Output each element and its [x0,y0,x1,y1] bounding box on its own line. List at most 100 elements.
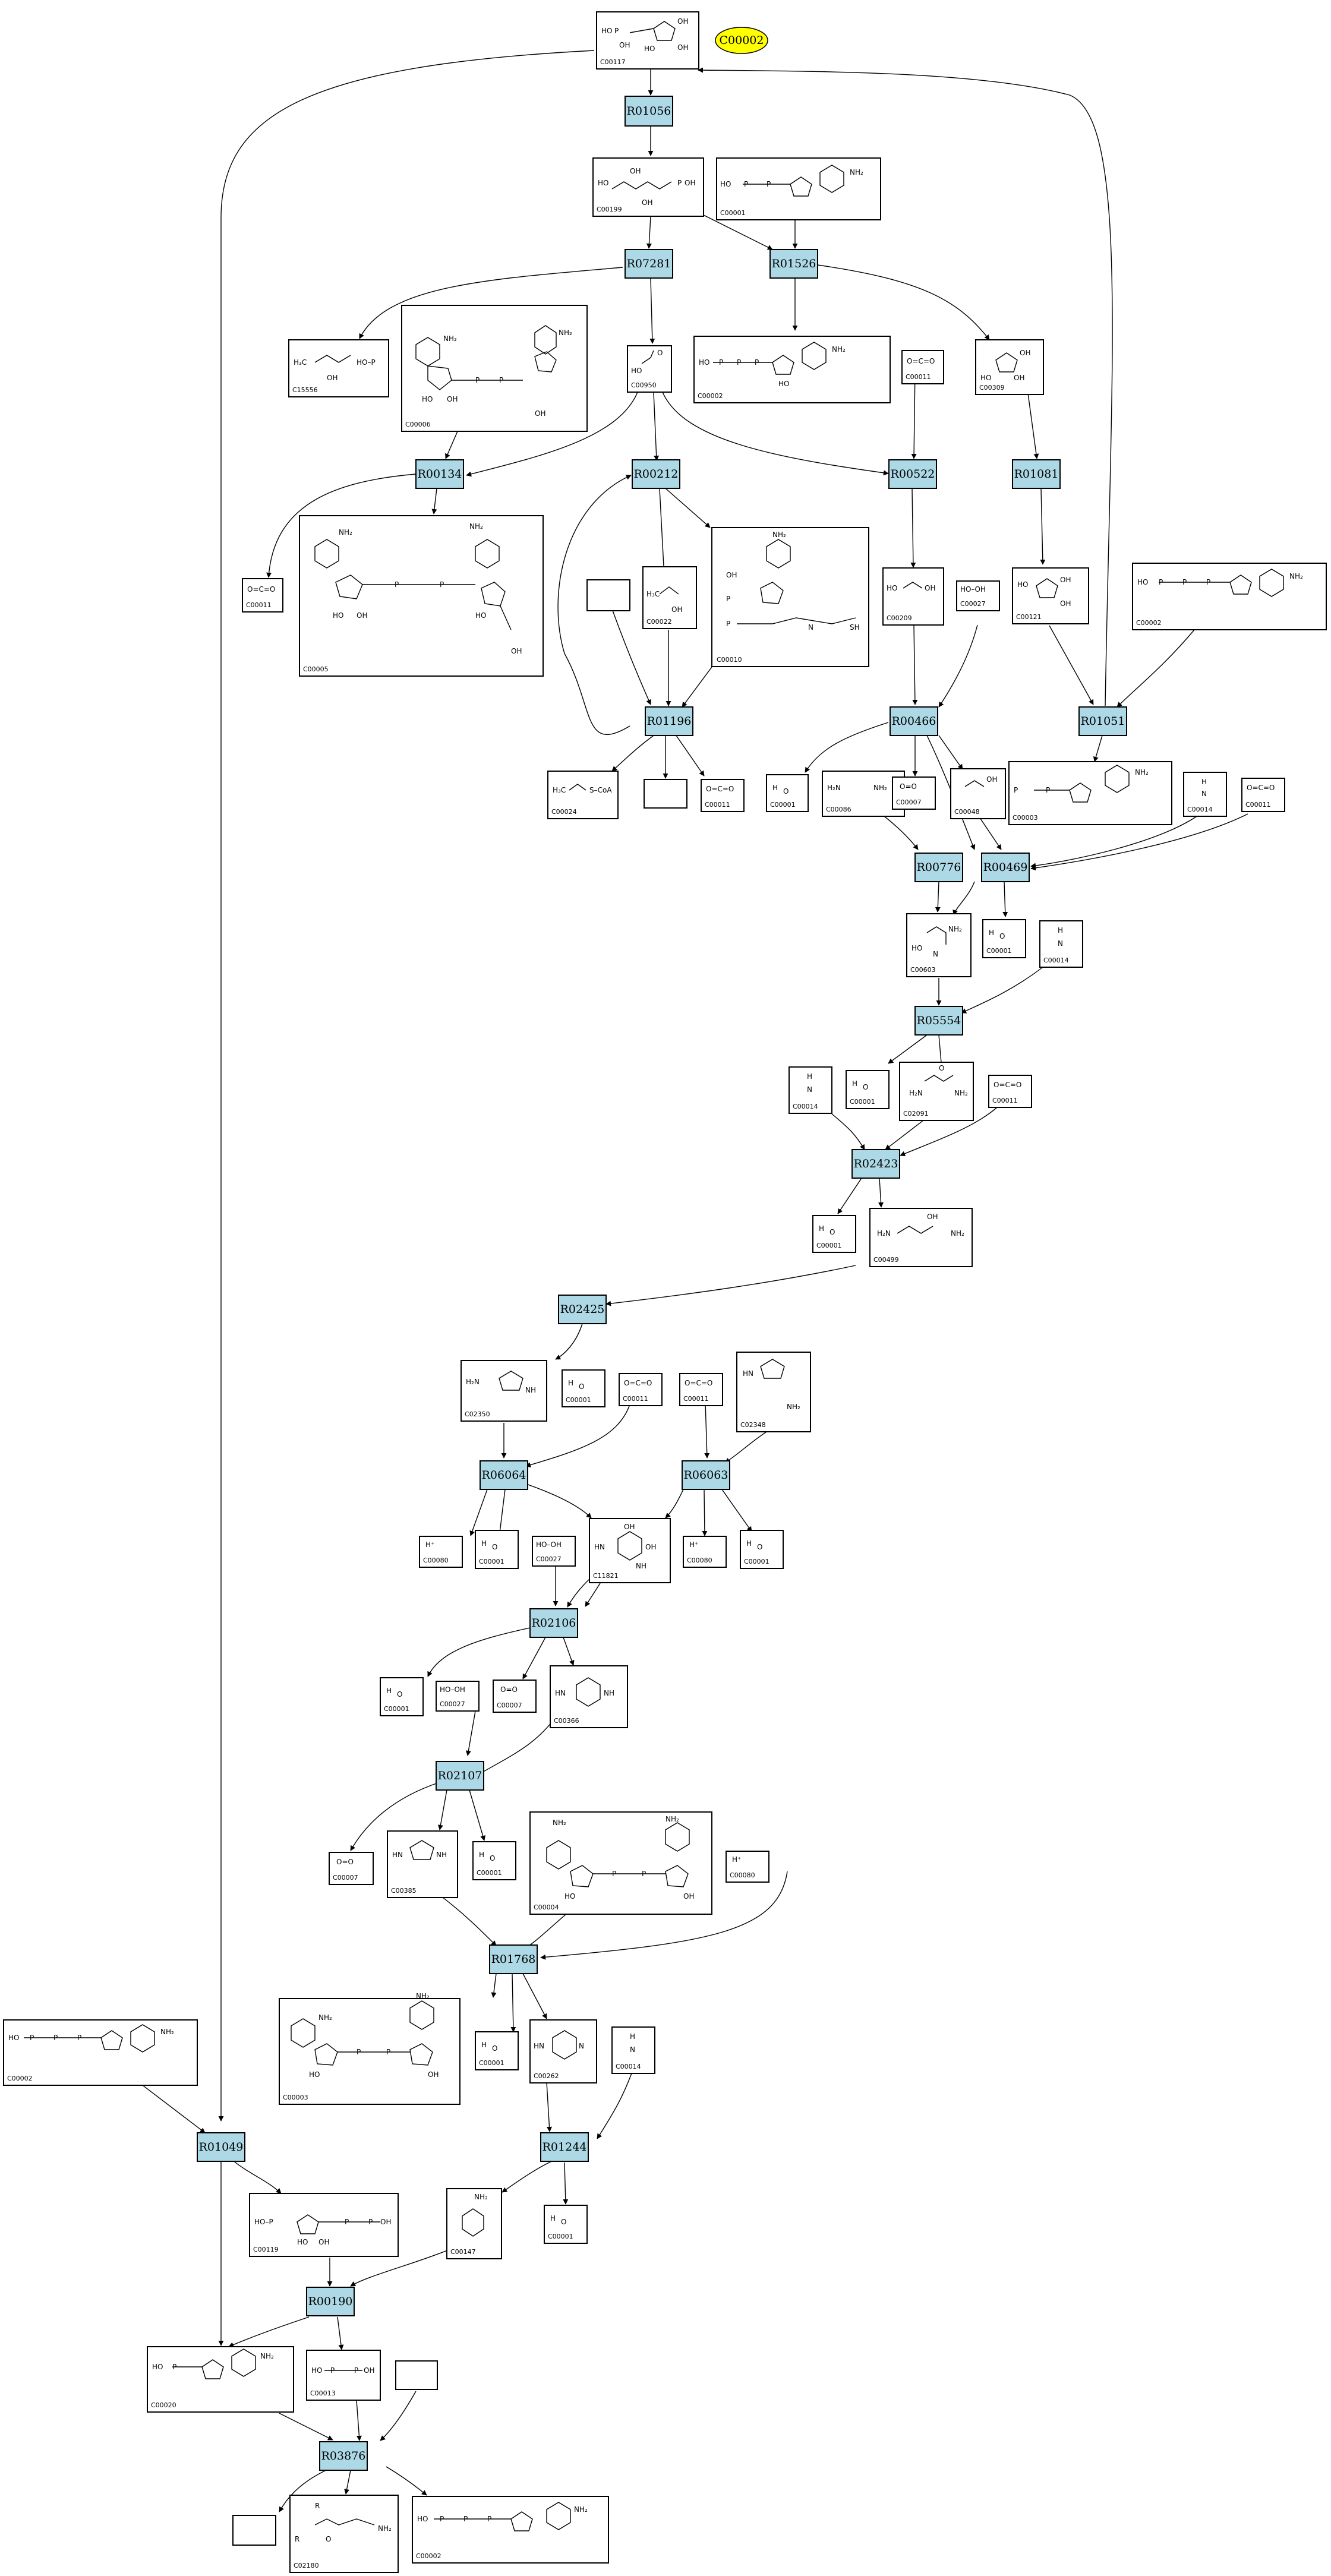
compound-node[interactable]: O=C=O C00011 [988,1075,1032,1108]
reaction-node[interactable]: R01768 [489,1944,538,1974]
compound-node[interactable]: H⁺ C00080 [726,1851,769,1883]
reaction-node[interactable]: R06064 [480,1460,528,1490]
compound-node[interactable]: HO–P P P OH HO OH C00119 [249,2193,399,2257]
compound-node[interactable]: H⁺ C00080 [683,1536,727,1568]
compound-node[interactable]: OH HO OH C00121 [1012,567,1089,624]
reaction-node[interactable]: R01049 [197,2132,245,2162]
compound-node[interactable]: OH HO OH C00309 [975,339,1044,395]
compound-node[interactable]: HN NH C00385 [387,1830,458,1898]
reaction-node[interactable]: R01056 [625,96,673,127]
reaction-node[interactable]: R00134 [415,459,464,489]
compound-node[interactable]: NH₂ P P NH₂ HO OH OH C00006 [401,305,588,432]
compound-node[interactable]: H₃C OH C00022 [642,566,697,629]
atom-label: R [315,2502,320,2510]
compound-node[interactable]: O=C=O C00011 [701,779,745,812]
compound-node[interactable]: NH₂ P P NH₂ HO OH HO OH C00005 [299,515,544,677]
compound-node[interactable]: NH₂ P P NH₂ HO OH C00003 [279,1992,461,2105]
compound-node[interactable]: H N C00014 [788,1066,832,1114]
compound-node[interactable]: HO P P NH₂ C00001 [716,157,881,220]
highlight-node[interactable]: C00002 [715,27,768,54]
compound-node[interactable]: O=C=O C00011 [1241,778,1285,812]
compound-node[interactable] [644,779,687,809]
compound-node[interactable]: OH HN OH NH C11821 [589,1518,671,1583]
compound-node[interactable]: H O C00001 [740,1530,784,1569]
compound-node[interactable]: H O C00001 [812,1215,856,1253]
reaction-node[interactable]: R01244 [540,2132,589,2162]
compound-node[interactable]: HO P NH₂ C00020 [147,2346,294,2413]
compound-node[interactable]: HO P OH OH OH HO C00117 [596,11,699,70]
compound-node[interactable]: H₂N NH₂ C00086 [822,771,905,817]
reaction-node[interactable]: R03876 [319,2441,368,2471]
compound-node[interactable]: H N C00014 [1183,772,1227,817]
compound-node[interactable]: HO P P P NH₂ HO C00002 [693,336,891,403]
compound-node[interactable]: HO P P OH C00013 [306,2350,381,2401]
reaction-node[interactable]: R06063 [682,1460,730,1490]
reaction-node[interactable]: R01051 [1078,706,1127,736]
compound-node[interactable]: H O C00001 [846,1070,890,1109]
compound-node[interactable]: HO P P P NH₂ C00002 [412,2496,609,2564]
compound-node[interactable] [395,2360,438,2390]
reaction-node[interactable]: R01526 [769,249,818,279]
compound-node[interactable]: HO–OH C00027 [956,580,1000,611]
compound-node[interactable]: H O C00001 [475,1530,519,1569]
compound-node[interactable]: O=O C00007 [329,1852,374,1885]
compound-node[interactable]: HO–OH C00027 [532,1536,576,1567]
compound-node[interactable]: O H₂N NH₂ C02091 [899,1062,974,1121]
compound-node[interactable]: HO O C00950 [627,345,672,393]
reaction-node[interactable]: R02425 [558,1295,607,1324]
compound-node[interactable]: R R O NH₂ C02180 [289,2495,399,2573]
compound-node[interactable]: H O C00001 [472,1841,516,1880]
reaction-node[interactable]: R01081 [1012,459,1061,489]
reaction-label: R02106 [532,1617,576,1630]
compound-node[interactable]: O=C=O C00011 [901,350,944,384]
compound-node[interactable]: NH₂ HO N C00603 [906,913,972,977]
compound-node[interactable]: O=O C00007 [892,776,936,810]
compound-node[interactable]: HO–OH C00027 [436,1681,480,1712]
reaction-node[interactable]: R05554 [914,1006,963,1036]
compound-node[interactable]: HN NH₂ C02348 [736,1352,811,1432]
reaction-node[interactable]: R00212 [632,459,680,489]
compound-node[interactable]: HO OH OH P OH C00199 [592,157,704,217]
compound-node[interactable]: H⁺ C00080 [419,1536,463,1568]
compound-node[interactable] [586,579,630,611]
compound-node[interactable]: O=O C00007 [493,1680,537,1713]
compound-node[interactable]: H₂N NH C02350 [461,1360,547,1422]
reaction-node[interactable]: R00469 [981,853,1030,882]
compound-node[interactable]: H O C00001 [982,919,1026,958]
compound-node[interactable]: NH₂ OH P P N SH C00010 [711,527,869,667]
compound-node[interactable]: OH C00048 [950,768,1006,819]
compound-node[interactable]: H O C00001 [544,2205,588,2244]
reaction-node[interactable]: R02107 [436,1761,484,1791]
compound-node[interactable]: O=C=O C00011 [242,578,283,613]
reaction-node[interactable]: R02423 [851,1149,900,1179]
compound-label: C00001 [816,1242,842,1249]
reaction-node[interactable]: R02106 [529,1608,578,1638]
compound-node[interactable]: O=C=O C00011 [619,1373,663,1406]
compound-node[interactable]: HO OH C00209 [882,567,944,626]
compound-node[interactable]: O=C=O C00011 [679,1373,723,1406]
reaction-node[interactable]: R00190 [306,2287,355,2316]
compound-node[interactable]: NH₂ P P NH₂ HO OH C00004 [529,1811,712,1915]
reaction-node[interactable]: R01196 [645,706,693,736]
compound-node[interactable]: H₂N OH NH₂ C00499 [869,1208,973,1267]
compound-node[interactable]: HN N C00262 [529,2019,597,2083]
reaction-node[interactable]: R07281 [625,249,673,279]
compound-node[interactable]: H O C00001 [380,1677,424,1716]
compound-node[interactable]: H₃C HO–P OH C15556 [288,339,389,397]
compound-node[interactable]: H N C00014 [611,2026,655,2074]
compound-node[interactable]: P P NH₂ C00003 [1008,761,1172,825]
compound-node[interactable]: NH₂ C00147 [446,2188,502,2259]
compound-node[interactable]: HO P P P NH₂ C00002 [1132,563,1327,630]
compound-node[interactable]: HN NH C00366 [550,1665,628,1728]
reaction-node[interactable]: R00466 [890,706,938,736]
compound-node[interactable]: H O C00001 [766,774,809,812]
compound-node[interactable]: H₃C S–CoA C00024 [547,771,619,819]
compound-label: C00007 [497,1701,522,1709]
compound-node[interactable]: HO P P P NH₂ C00002 [3,2019,198,2086]
reaction-node[interactable]: R00522 [888,459,937,489]
compound-node[interactable] [232,2515,276,2546]
compound-node[interactable]: H N C00014 [1039,920,1083,968]
compound-node[interactable]: H O C00001 [562,1369,605,1407]
reaction-node[interactable]: R00776 [914,853,963,882]
compound-node[interactable]: H O C00001 [475,2031,519,2070]
